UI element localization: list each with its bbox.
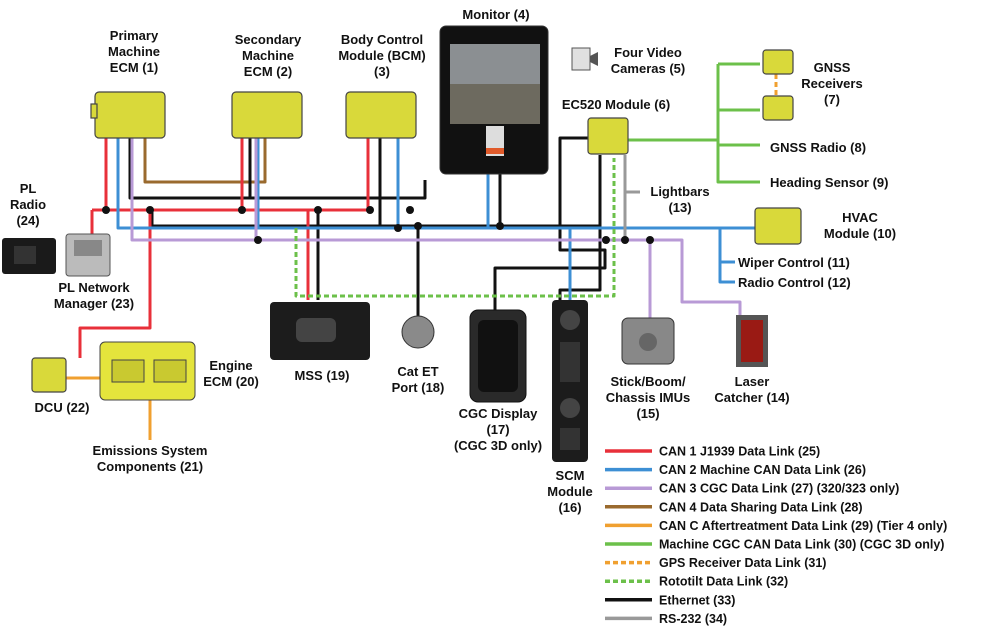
ec520-module [588, 118, 628, 154]
radio-control-label: Radio Control (12) [738, 275, 851, 290]
ec520-label: EC520 Module (6) [562, 97, 670, 112]
laser-catcher-device [736, 315, 768, 367]
hvac-module [755, 208, 801, 244]
primary-ecm-label: PrimaryMachineECM (1) [108, 28, 160, 75]
cat-et-port [402, 316, 434, 348]
wiper-label: Wiper Control (11) [738, 255, 850, 270]
legend-item-label: Rototilt Data Link (32) [659, 575, 788, 589]
can4-wire [145, 138, 265, 182]
laser-label: LaserCatcher (14) [714, 374, 789, 405]
legend-item-label: CAN C Aftertreatment Data Link (29) (Tie… [659, 519, 947, 533]
pl-network-label: PL NetworkManager (23) [54, 280, 134, 311]
can3-wire-laser [650, 240, 740, 315]
bcm-label: Body ControlModule (BCM)(3) [338, 32, 425, 79]
heading-sensor-label: Heading Sensor (9) [770, 175, 888, 190]
bcm-module [346, 92, 416, 138]
mss-label: MSS (19) [295, 368, 350, 383]
secondary-ecm-label: SecondaryMachineECM (2) [235, 32, 302, 79]
mss-device [270, 302, 370, 360]
scm-label: SCMModule(16) [547, 468, 593, 515]
monitor-device [440, 26, 548, 174]
engine-ecm-label: EngineECM (20) [203, 358, 259, 389]
legend-item-label: CAN 1 J1939 Data Link (25) [659, 445, 820, 459]
gnss-receiver-bottom [763, 96, 793, 120]
pl-radio-device [2, 238, 56, 274]
pl-radio-label: PLRadio(24) [10, 181, 46, 228]
scm-module-device [552, 300, 588, 462]
pl-network-manager-device [66, 234, 110, 276]
gnss-radio-label: GNSS Radio (8) [770, 140, 866, 155]
video-cameras-label: Four VideoCameras (5) [611, 45, 685, 76]
legend-item-label: Ethernet (33) [659, 593, 735, 607]
ethernet-wire-main-bus [152, 210, 600, 226]
monitor-label: Monitor (4) [462, 7, 529, 22]
legend-item-label: RS-232 (34) [659, 612, 727, 626]
machinecgc-wire-gnss-b [718, 64, 760, 145]
cgc-display-device [470, 310, 526, 402]
imus-label: Stick/Boom/Chassis IMUs(15) [606, 374, 691, 421]
engine-ecm-device [100, 342, 195, 400]
cat-et-label: Cat ETPort (18) [392, 364, 445, 395]
legend: CAN 1 J1939 Data Link (25) CAN 2 Machine … [605, 445, 947, 626]
legend-item-label: CAN 2 Machine CAN Data Link (26) [659, 463, 866, 477]
dcu-label: DCU (22) [35, 400, 90, 415]
camera-icon [572, 48, 598, 70]
legend-item-label: CAN 4 Data Sharing Data Link (28) [659, 500, 863, 514]
ethernet-wire-link1 [152, 210, 318, 300]
secondary-ecm [232, 92, 302, 138]
primary-ecm [91, 92, 165, 138]
dcu-module [32, 358, 66, 392]
cgc-display-label: CGC Display(17)(CGC 3D only) [454, 406, 542, 453]
can2-wire-hvac [720, 228, 735, 282]
hvac-label: HVACModule (10) [824, 210, 896, 241]
legend-item-label: CAN 3 CGC Data Link (27) (320/323 only) [659, 482, 899, 496]
emissions-label: Emissions SystemComponents (21) [93, 443, 208, 474]
legend-item-label: Machine CGC CAN Data Link (30) (CGC 3D o… [659, 538, 944, 552]
imu-device [622, 318, 674, 364]
legend-item-label: GPS Receiver Data Link (31) [659, 556, 826, 570]
lightbars-label: Lightbars(13) [650, 184, 709, 215]
gnss-receivers-label: GNSSReceivers(7) [801, 60, 862, 107]
gnss-receiver-top [763, 50, 793, 74]
